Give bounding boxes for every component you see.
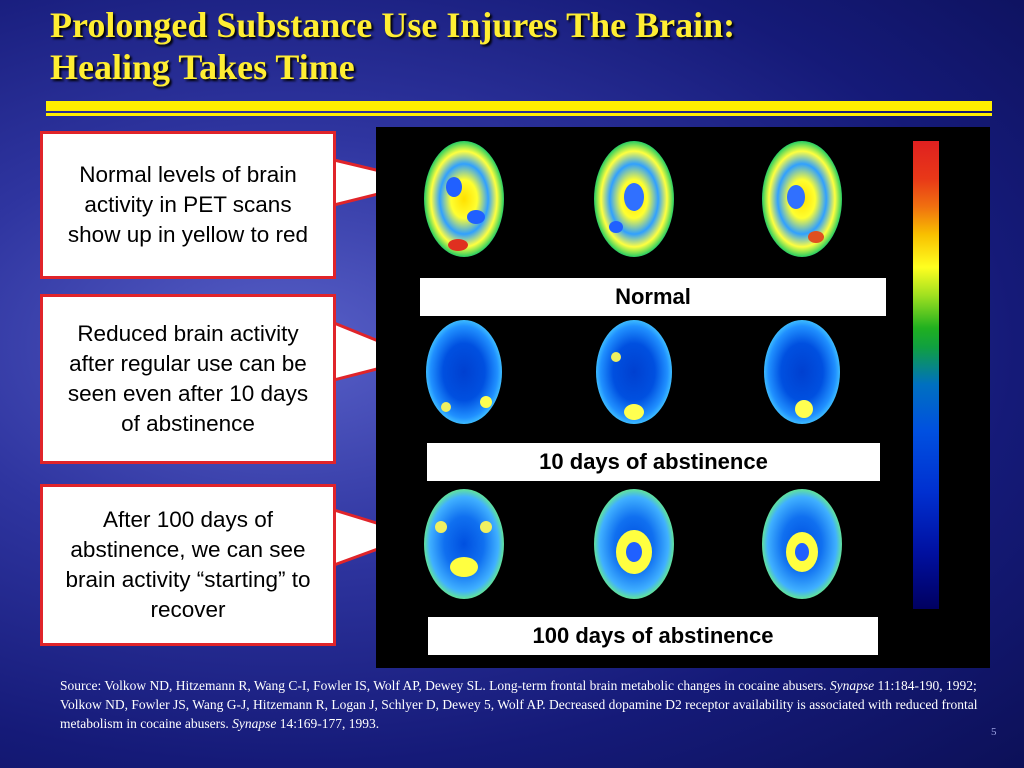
title-line-2: Healing Takes Time (50, 47, 355, 87)
label-normal: Normal (420, 278, 886, 316)
title-underline (46, 101, 992, 111)
scan-10-days-1 (426, 320, 502, 424)
title-line-1: Prolonged Substance Use Injures The Brai… (50, 5, 736, 45)
source-part-2: 11:184-190, 1992; Volkow ND, Fowler JS, … (60, 678, 978, 731)
title-underline-thin (46, 113, 992, 116)
source-part-3: 14:169-177, 1993. (276, 716, 380, 731)
scan-row-normal (424, 141, 842, 257)
source-journal-1: Synapse (829, 678, 875, 693)
page-number: 5 (991, 726, 997, 738)
activity-color-scale (913, 141, 939, 609)
scan-row-10-days (426, 320, 840, 424)
pet-scan-panel: Normal 10 days of abstinence 100 days of… (376, 127, 990, 668)
scan-10-days-3 (764, 320, 840, 424)
callout-100-days-text: After 100 days of abstinence, we can see… (65, 507, 311, 622)
scan-100-days-1 (424, 489, 504, 599)
scan-normal-1 (424, 141, 504, 257)
label-10-days: 10 days of abstinence (427, 443, 880, 481)
scan-10-days-2 (596, 320, 672, 424)
callout-10-days-text: Reduced brain activity after regular use… (67, 321, 309, 436)
slide-title: Prolonged Substance Use Injures The Brai… (50, 4, 990, 88)
scan-row-100-days (424, 489, 842, 599)
pet-scan-images (424, 141, 842, 599)
source-citation: Source: Volkow ND, Hitzemann R, Wang C-I… (60, 676, 980, 733)
label-100-days: 100 days of abstinence (428, 617, 878, 655)
source-journal-2: Synapse (232, 716, 277, 731)
callout-10-days: Reduced brain activity after regular use… (40, 294, 336, 464)
callout-100-days: After 100 days of abstinence, we can see… (40, 484, 336, 646)
source-part-1: Source: Volkow ND, Hitzemann R, Wang C-I… (60, 678, 830, 693)
callout-normal: Normal levels of brain activity in PET s… (40, 131, 336, 279)
callout-normal-text: Normal levels of brain activity in PET s… (67, 162, 309, 247)
